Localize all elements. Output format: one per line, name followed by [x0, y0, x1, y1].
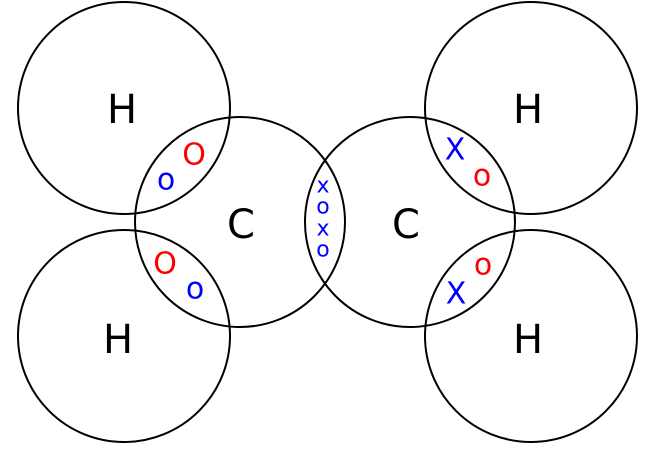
electron-cross-blue: X	[445, 133, 466, 168]
electron-dot-red: o	[473, 159, 491, 194]
h-top-right-shell	[424, 1, 638, 215]
electron-cross-blue: x	[316, 174, 329, 199]
atom-h-top-right: H	[513, 87, 543, 133]
atom-h-bottom-right: H	[513, 317, 543, 363]
h-top-left-shell	[17, 1, 231, 215]
atom-h-bottom-left: H	[103, 317, 133, 363]
electron-dot-blue: o	[316, 238, 329, 263]
c-left-shell	[134, 116, 346, 328]
electron-dot-blue: o	[186, 272, 204, 307]
electron-dot-red: O	[182, 138, 206, 173]
electron-cross-blue: X	[446, 277, 467, 312]
electron-dot-blue: o	[316, 195, 329, 220]
h-bottom-right-shell	[424, 229, 638, 443]
electron-cross-blue: x	[316, 217, 329, 242]
atom-c-right: C	[392, 202, 420, 248]
electron-dot-red: O	[153, 247, 177, 282]
c-right-shell	[304, 116, 516, 328]
electron-dot-red: o	[474, 248, 492, 283]
atom-c-left: C	[227, 202, 255, 248]
h-bottom-left-shell	[17, 229, 231, 443]
electron-dot-blue: o	[157, 163, 175, 198]
atom-h-top-left: H	[107, 87, 137, 133]
